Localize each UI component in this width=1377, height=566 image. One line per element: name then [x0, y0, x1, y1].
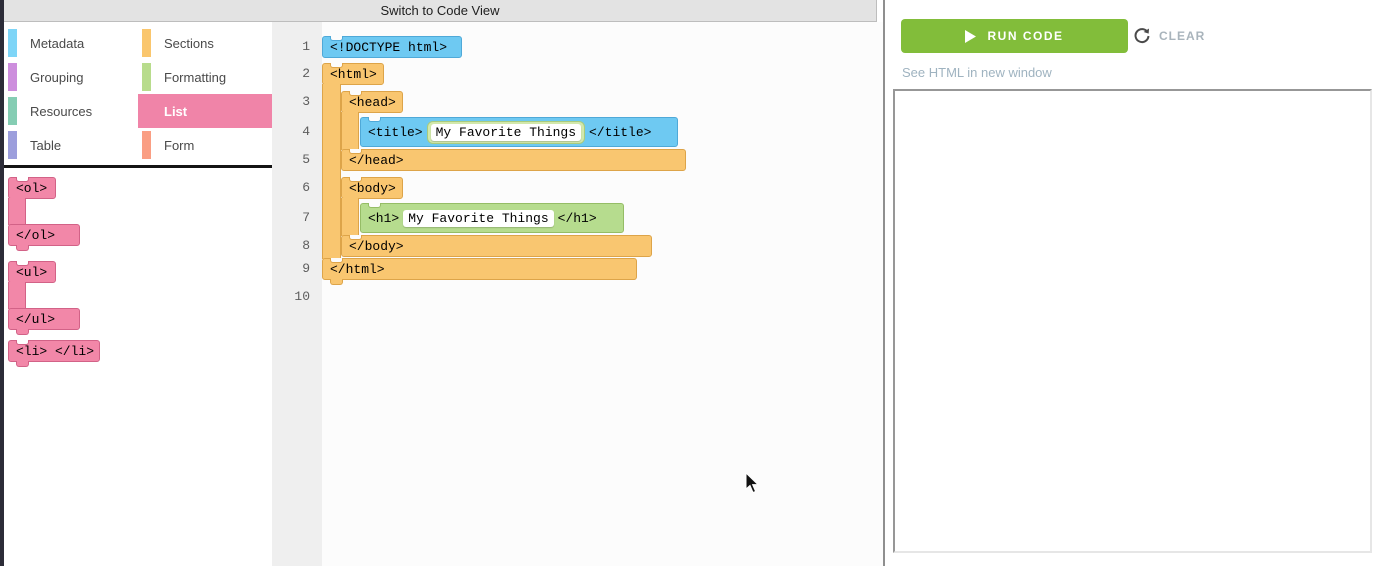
line-number: 1 [302, 39, 310, 54]
category-label: Resources [30, 103, 93, 119]
list-color-swatch [142, 97, 151, 125]
block-html-open[interactable]: <html> [322, 63, 384, 85]
palette-block-ol-close[interactable]: </ol> [8, 224, 80, 251]
palette-divider [4, 165, 272, 168]
palette-block-ol-open[interactable]: <ol> [8, 177, 56, 199]
category-label: Grouping [30, 69, 84, 85]
line-number: 7 [302, 210, 310, 225]
category-label: Formatting [164, 69, 227, 85]
category-list-selected[interactable]: List [138, 94, 272, 128]
category-label: Metadata [30, 35, 85, 51]
h1-open-tag: <h1> [368, 210, 400, 226]
clear-label: CLEAR [1159, 29, 1206, 43]
category-form[interactable]: Form [138, 128, 272, 162]
block-body-open[interactable]: <body> [341, 177, 403, 199]
category-list: Metadata Sections Grouping Formatting Re… [4, 26, 272, 162]
mouse-cursor [745, 472, 760, 494]
line-number: 6 [302, 180, 310, 195]
palette-block-li[interactable]: <li> </li> [8, 340, 100, 367]
form-color-swatch [142, 131, 151, 159]
line-number: 9 [302, 261, 310, 276]
block-html-spine[interactable] [322, 84, 341, 259]
formatting-color-swatch [142, 63, 151, 91]
block-html-close[interactable]: </html> [322, 258, 637, 285]
category-label: Sections [164, 35, 214, 51]
see-html-link[interactable]: See HTML in new window [902, 65, 1052, 80]
category-formatting[interactable]: Formatting [138, 60, 272, 94]
palette-block-ul-spine[interactable] [8, 282, 26, 309]
title-field-wrapper: My Favorite Things [426, 120, 586, 144]
h1-text-input[interactable]: My Favorite Things [403, 209, 554, 227]
block-h1[interactable]: <h1> My Favorite Things </h1> [360, 203, 624, 233]
window-edge-strip [0, 0, 4, 566]
line-number-gutter: 1 2 3 4 5 6 7 8 9 10 [272, 22, 322, 566]
category-grouping[interactable]: Grouping [4, 60, 138, 94]
line-number: 2 [302, 66, 310, 81]
block-head-open[interactable]: <head> [341, 91, 403, 113]
line-number: 8 [302, 238, 310, 253]
category-label: Table [30, 137, 62, 153]
category-metadata[interactable]: Metadata [4, 26, 138, 60]
run-code-button[interactable]: RUN CODE [901, 19, 1128, 53]
title-open-tag: <title> [368, 124, 423, 140]
switch-to-code-view-label: Switch to Code View [380, 3, 500, 18]
refresh-icon [1134, 28, 1150, 44]
output-panel: RUN CODE CLEAR See HTML in new window [885, 0, 1377, 566]
sections-color-swatch [142, 29, 151, 57]
block-doctype[interactable]: <!DOCTYPE html> [322, 36, 462, 58]
panel-divider [883, 0, 885, 566]
title-text-input[interactable]: My Favorite Things [430, 123, 582, 141]
line-number: 3 [302, 94, 310, 109]
line-number: 5 [302, 152, 310, 167]
block-head-close[interactable]: </head> [341, 149, 686, 171]
block-workspace[interactable]: <!DOCTYPE html> <html> <head> <title> My… [322, 22, 883, 566]
h1-close-tag: </h1> [557, 210, 597, 226]
category-table[interactable]: Table [4, 128, 138, 162]
table-color-swatch [8, 131, 17, 159]
palette-block-ul-close[interactable]: </ul> [8, 308, 80, 335]
palette-block-ul-open[interactable]: <ul> [8, 261, 56, 283]
line-number: 4 [302, 124, 310, 139]
category-sections[interactable]: Sections [138, 26, 272, 60]
resources-color-swatch [8, 97, 17, 125]
category-label: List [164, 103, 188, 119]
html-output-box [893, 89, 1372, 553]
switch-to-code-view-button[interactable]: Switch to Code View [4, 0, 877, 22]
title-close-tag: </title> [589, 124, 652, 140]
block-head-spine[interactable] [341, 112, 359, 150]
block-palette: Metadata Sections Grouping Formatting Re… [4, 23, 272, 566]
category-resources[interactable]: Resources [4, 94, 138, 128]
palette-block-ol-spine[interactable] [8, 198, 26, 225]
block-body-close[interactable]: </body> [341, 235, 652, 257]
grouping-color-swatch [8, 63, 17, 91]
category-label: Form [164, 137, 195, 153]
line-number: 10 [294, 289, 310, 304]
block-title[interactable]: <title> My Favorite Things </title> [360, 117, 678, 147]
clear-button[interactable]: CLEAR [1133, 26, 1205, 46]
play-icon [965, 29, 977, 43]
run-code-label: RUN CODE [987, 29, 1064, 43]
metadata-color-swatch [8, 29, 17, 57]
block-body-spine[interactable] [341, 198, 359, 236]
